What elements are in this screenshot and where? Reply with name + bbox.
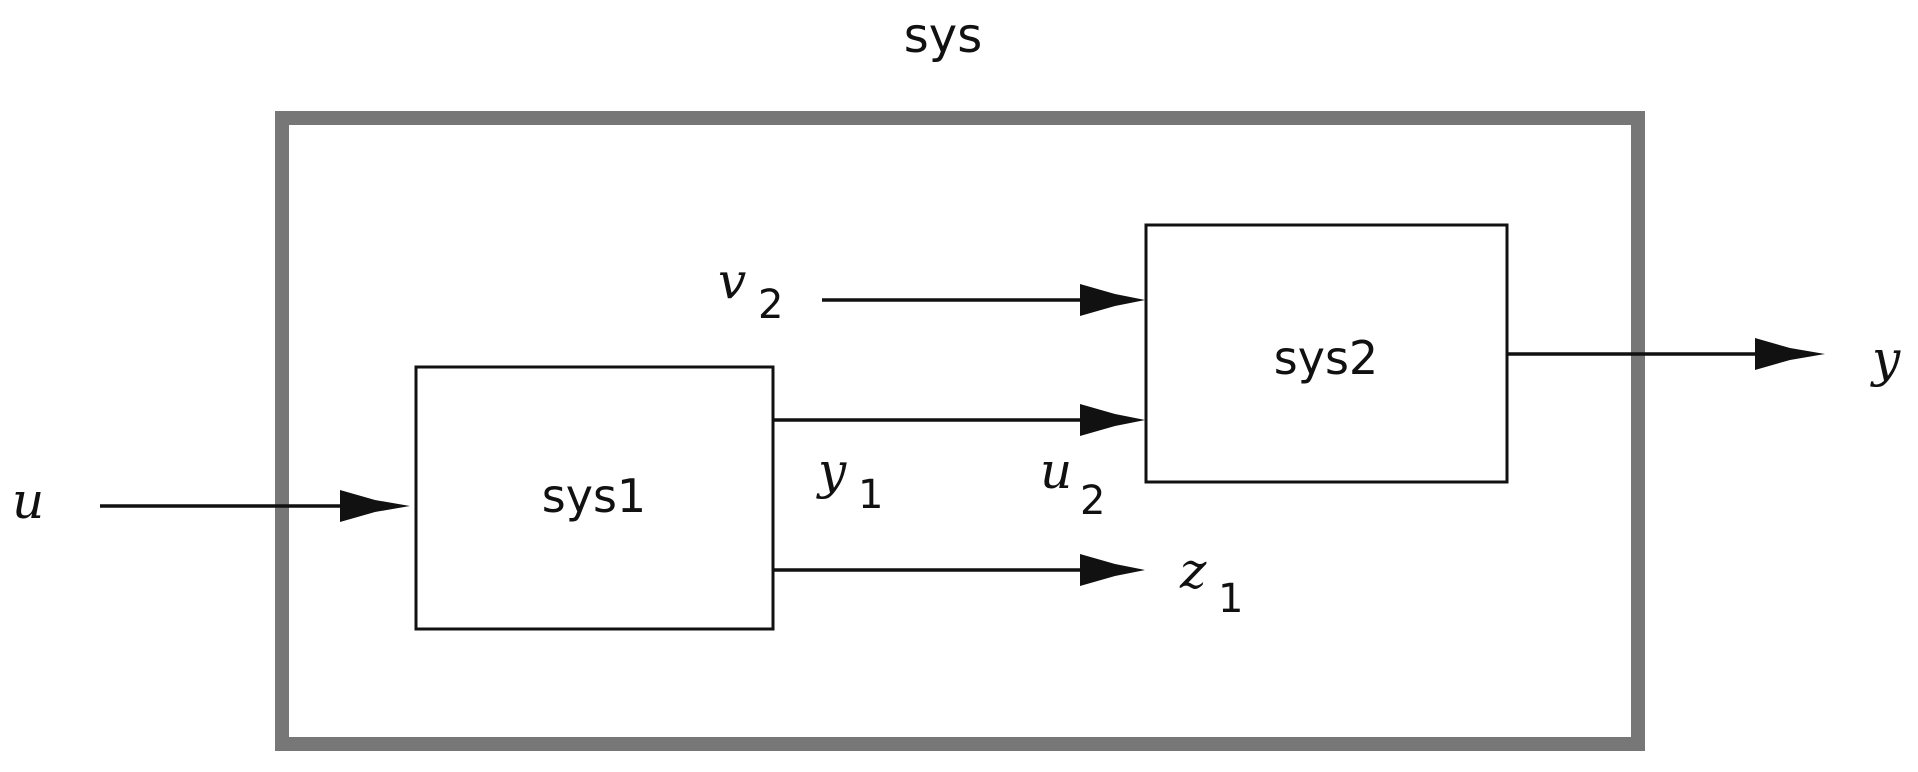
- signal-y1-symbol: y: [816, 442, 847, 500]
- svg-text:u: u: [12, 472, 44, 530]
- svg-text:2: 2: [758, 282, 783, 328]
- arrowhead-v2: [1080, 284, 1145, 316]
- svg-text:1: 1: [1218, 576, 1243, 622]
- signal-v2-symbol: v: [718, 252, 746, 310]
- signal-label-v2: v 2: [718, 252, 783, 328]
- signal-y-symbol: y: [1870, 330, 1901, 388]
- arrowhead-u2: [1080, 404, 1145, 436]
- wire-y1-to-u2: [773, 404, 1145, 436]
- sys2-label: sys2: [1274, 331, 1378, 385]
- wire-v2-to-sys2: [822, 284, 1145, 316]
- arrowhead-u: [340, 490, 410, 522]
- signal-u2-symbol: u: [1040, 442, 1072, 500]
- svg-text:z: z: [1179, 542, 1207, 600]
- svg-text:2: 2: [1080, 478, 1105, 524]
- svg-text:y: y: [1870, 330, 1901, 388]
- sys1-block: [414, 365, 775, 631]
- signal-u2-subscript: 2: [1080, 478, 1105, 524]
- svg-text:u: u: [1040, 442, 1072, 500]
- signal-z1-subscript: 1: [1218, 576, 1243, 622]
- svg-text:y: y: [816, 442, 847, 500]
- signal-z1-symbol: z: [1179, 542, 1207, 600]
- svg-text:1: 1: [858, 472, 883, 518]
- signal-label-u2: u 2: [1040, 442, 1105, 524]
- wire-u-to-sys1: [100, 490, 410, 522]
- wire-sys1-to-z1: [773, 554, 1145, 586]
- sys1-label: sys1: [542, 469, 646, 523]
- signal-v2-subscript: 2: [758, 282, 783, 328]
- sys2-block: [1144, 223, 1509, 484]
- svg-text:v: v: [718, 252, 746, 310]
- signal-label-u: u: [12, 472, 44, 530]
- wire-sys2-to-y: [1507, 338, 1825, 370]
- signal-y1-subscript: 1: [858, 472, 883, 518]
- signal-label-z1: z 1: [1179, 542, 1243, 622]
- arrowhead-z1: [1080, 554, 1145, 586]
- outer-system-title: sys: [904, 8, 982, 64]
- signal-label-y: y: [1870, 330, 1901, 388]
- signal-label-y1: y 1: [816, 442, 883, 518]
- signal-u-symbol: u: [12, 472, 44, 530]
- arrowhead-y: [1755, 338, 1825, 370]
